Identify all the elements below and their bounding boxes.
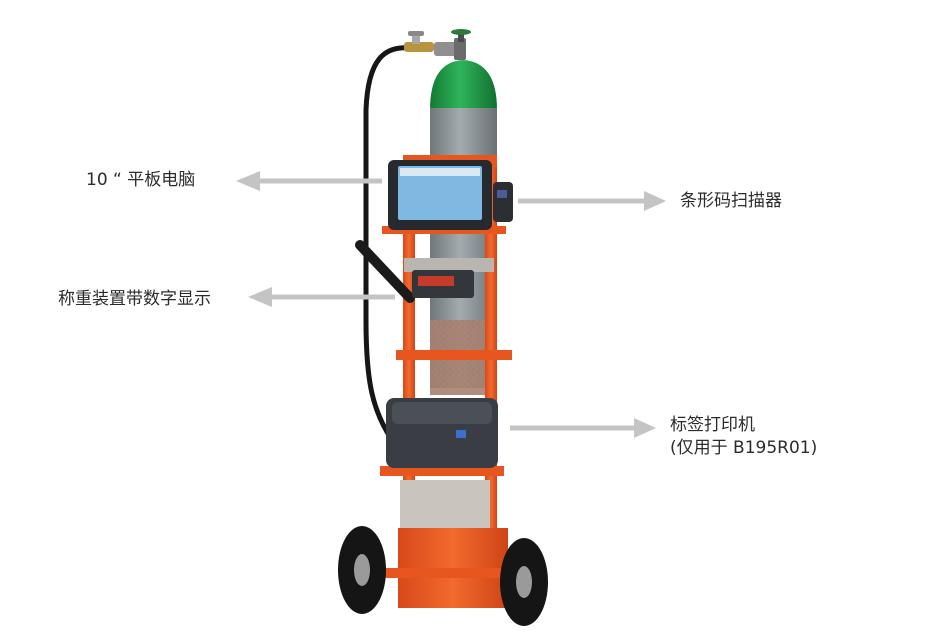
callout-printer-note: (仅用于 B195R01) — [670, 438, 818, 458]
callout-barcode-scanner-label: 条形码扫描器 — [680, 191, 782, 211]
callout-tablet-label: 10 “ 平板电脑 — [86, 170, 196, 190]
tablet-device — [388, 160, 492, 230]
callout-arrows — [236, 171, 666, 438]
callout-printer-title: 标签打印机 — [670, 415, 755, 435]
barcode-scanner-device — [493, 182, 513, 222]
weighing-display-device — [404, 258, 494, 298]
cart-wheels — [338, 526, 548, 626]
callout-label-printer: 标签打印机 (仅用于 B195R01) — [670, 414, 817, 460]
callout-weighing-display-label: 称重装置带数字显示 — [58, 289, 211, 309]
label-printer-device — [386, 398, 498, 468]
gas-hose — [363, 45, 411, 442]
cylinder-valve — [404, 29, 471, 60]
